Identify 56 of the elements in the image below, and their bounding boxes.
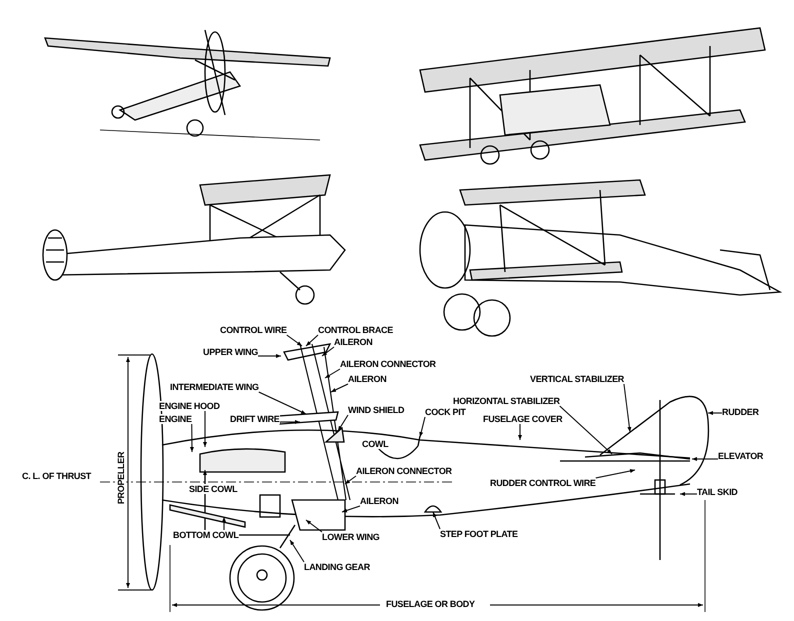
part-label: BOTTOM COWL — [173, 530, 239, 540]
part-label: VERTICAL STABILIZER — [530, 374, 624, 384]
part-label: HORIZONTAL STABILIZER — [453, 396, 560, 406]
dimension-text: FUSELAGE OR BODY — [386, 599, 475, 609]
part-label: DRIFT WIRE — [230, 414, 280, 424]
part-label: ELEVATOR — [718, 451, 764, 461]
leader-line — [559, 406, 612, 454]
part-label: AILERON — [334, 337, 372, 347]
dimension-text: PROPELLER — [116, 452, 126, 504]
leader-line — [306, 520, 322, 532]
part-name-text: COWL — [362, 439, 388, 449]
dimension-text: C. L. OF THRUST — [22, 471, 91, 481]
leader-line — [680, 492, 698, 496]
part-label: RUDDER — [722, 407, 759, 417]
leader-line — [222, 516, 226, 530]
leader-line — [190, 424, 194, 452]
leader-line — [324, 368, 340, 378]
leader-line — [432, 512, 440, 530]
leader-line — [279, 420, 300, 424]
part-label: RUDDER CONTROL WIRE — [490, 478, 596, 488]
leader-line — [708, 411, 722, 415]
part-label: WIND SHIELD — [348, 405, 404, 415]
leader-line — [286, 334, 302, 346]
leader-line — [342, 506, 360, 512]
part-label: LANDING GEAR — [304, 562, 370, 572]
leader-line — [419, 416, 426, 438]
leader-line — [330, 384, 348, 392]
leader-line — [203, 410, 207, 448]
part-label: AILERON CONNECTOR — [356, 466, 452, 476]
part-label: AILERON — [360, 496, 398, 506]
part-label: ENGINE — [159, 414, 192, 424]
part-label: UPPER WING — [203, 347, 258, 357]
part-label: CONTROL WIRE — [220, 325, 287, 335]
part-label: COCK PIT — [425, 407, 466, 417]
part-label: STEP FOOT PLATE — [440, 529, 518, 539]
part-label: AILERON — [348, 374, 386, 384]
leader-line — [258, 354, 282, 358]
part-label: SIDE COWL — [189, 484, 238, 494]
leader-line — [290, 540, 304, 562]
part-label: INTERMEDIATE WING — [170, 382, 259, 392]
leader-line — [338, 414, 348, 432]
leader-line — [595, 469, 636, 478]
part-label: TAIL SKID — [697, 487, 738, 497]
part-label: AILERON CONNECTOR — [340, 359, 436, 369]
part-label: ENGINE HOOD — [159, 401, 220, 411]
leader-line — [692, 457, 718, 461]
leader-line — [623, 384, 632, 432]
part-label: FUSELAGE COVER — [483, 414, 562, 424]
leader-line — [518, 424, 522, 440]
part-label: CONTROL BRACE — [318, 325, 393, 335]
leader-line — [258, 392, 306, 414]
leader-line — [344, 476, 356, 484]
leader-line — [322, 346, 334, 356]
part-label: LOWER WING — [322, 532, 380, 542]
leader-line — [203, 470, 207, 484]
leader-line — [306, 334, 318, 346]
